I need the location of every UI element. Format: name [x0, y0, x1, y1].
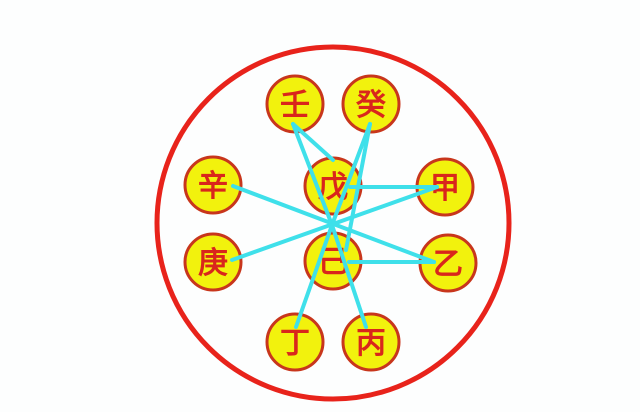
- outer-ring: [154, 44, 512, 402]
- stem-node-ren: 壬: [265, 74, 325, 134]
- connector-bing-center: [330, 223, 368, 329]
- connector-ding-center: [294, 223, 334, 329]
- stem-label: 庚: [198, 246, 228, 281]
- stem-node-xin: 辛: [183, 155, 243, 215]
- stem-nodes: 壬癸辛戊甲庚己乙丁丙: [183, 74, 478, 372]
- stem-node-ding: 丁: [265, 312, 325, 372]
- stem-label: 癸: [355, 88, 387, 123]
- stem-node-bing: 丙: [341, 312, 401, 372]
- stem-label: 壬: [280, 88, 310, 123]
- connector-lines: [230, 122, 439, 329]
- connector-geng-jia: [230, 185, 439, 262]
- stem-node-circle: [183, 155, 243, 215]
- stem-node-geng: 庚: [183, 232, 243, 292]
- stem-label: 丙: [356, 326, 386, 361]
- stem-node-circle: [341, 312, 401, 372]
- stem-label: 辛: [198, 169, 228, 204]
- stem-node-circle: [265, 312, 325, 372]
- stem-node-gui: 癸: [341, 74, 401, 134]
- connector-gui-center: [330, 122, 372, 227]
- stem-node-circle: [183, 232, 243, 292]
- connector-ren-wu: [291, 122, 335, 162]
- stem-label: 丁: [280, 326, 310, 361]
- stem-label: 乙: [433, 247, 463, 282]
- connector-ren-center: [291, 122, 334, 227]
- stem-node-circle: [341, 74, 401, 134]
